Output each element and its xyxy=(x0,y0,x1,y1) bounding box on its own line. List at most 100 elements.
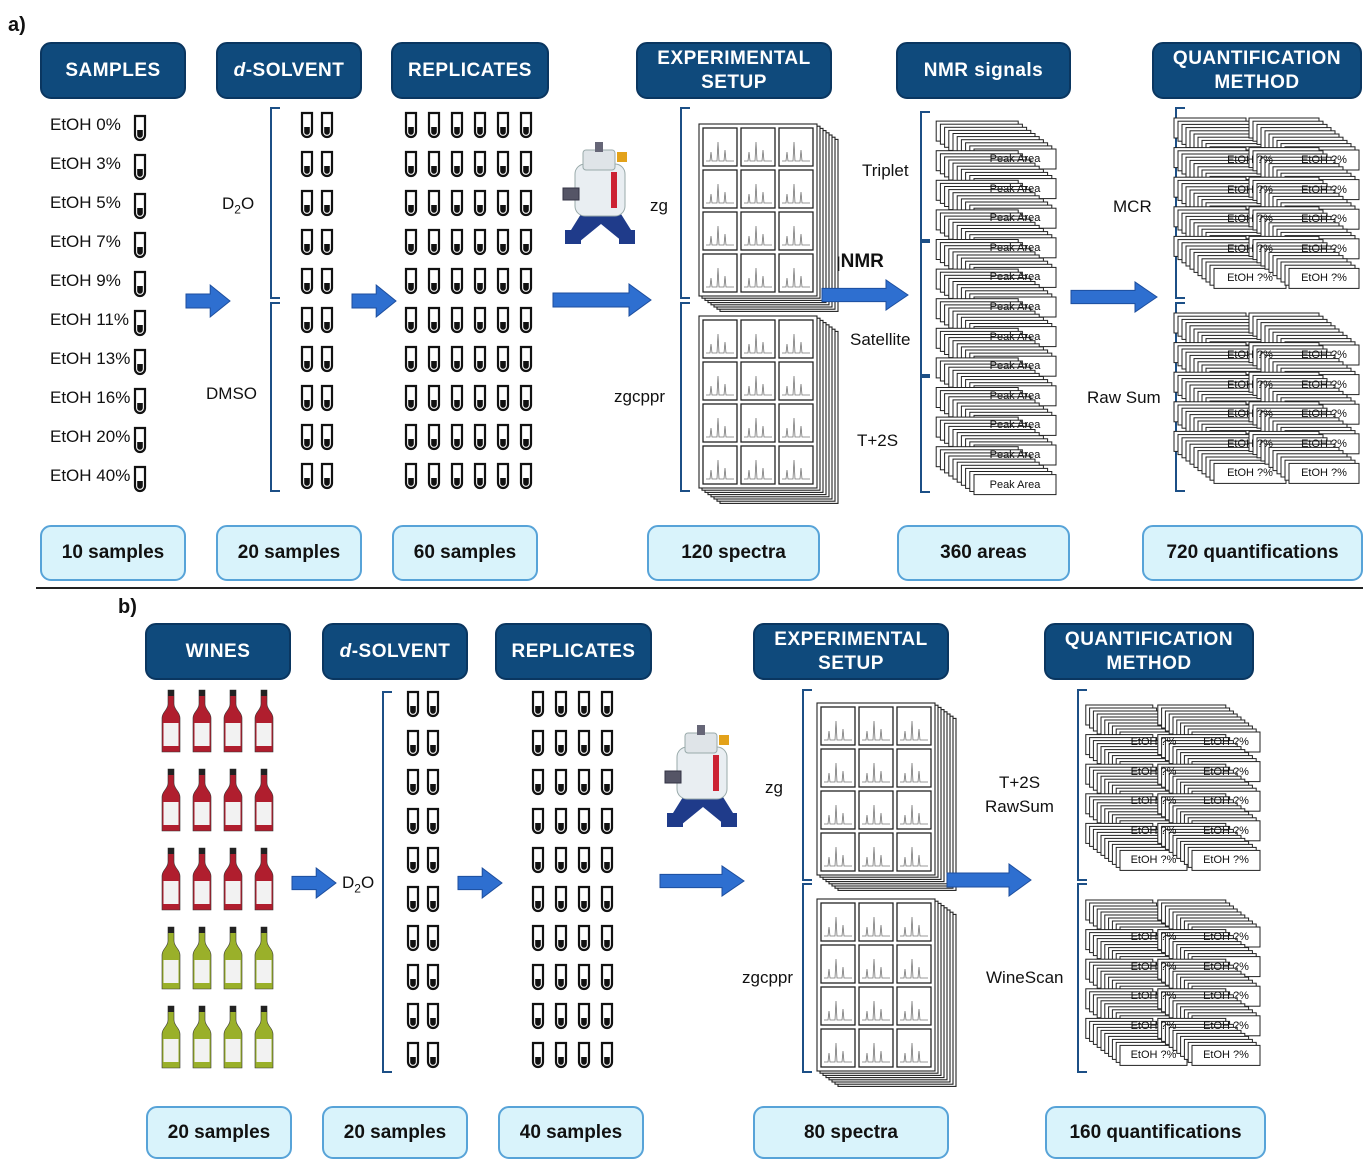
peak-area-label: Peak Area xyxy=(989,419,1041,432)
nmr-tube-icon xyxy=(519,228,533,256)
count-spectra-b: 80 spectra xyxy=(753,1106,949,1159)
spectrum-icon xyxy=(858,902,894,942)
nmr-tube-icon xyxy=(406,768,420,796)
peak-area-label: Peak Area xyxy=(989,241,1041,254)
nmr-tube-icon xyxy=(427,384,441,412)
nmr-tube-icon xyxy=(427,345,441,373)
signals-header: NMR signals xyxy=(896,42,1071,99)
nmr-tube-icon xyxy=(531,768,545,796)
qnmr-label: qNMR xyxy=(829,251,884,272)
spectrum-icon xyxy=(820,832,856,872)
setup-zg-label: zg xyxy=(650,196,668,215)
nmr-tube-icon xyxy=(577,885,591,913)
arrow-icon xyxy=(185,283,231,319)
count-quant: 720 quantifications xyxy=(1142,525,1363,581)
nmr-tube-icon xyxy=(519,462,533,490)
nmr-tube-icon xyxy=(300,384,314,412)
etoh-label: EtOH ?% xyxy=(1130,765,1177,778)
spectrum-layer xyxy=(698,123,818,297)
nmr-tube-icon xyxy=(300,189,314,217)
etoh-label: EtOH ?% xyxy=(1301,408,1347,421)
wine-bottle-icon xyxy=(161,768,181,832)
nmr-tube-icon xyxy=(473,423,487,451)
bracket-icon xyxy=(802,689,812,881)
nmr-tube-icon xyxy=(300,150,314,178)
nmr-tube-icon xyxy=(426,1041,440,1069)
nmr-tube-icon xyxy=(554,885,568,913)
nmr-tube-icon xyxy=(531,924,545,952)
spectrum-icon xyxy=(740,211,776,251)
nmr-tube-icon xyxy=(133,426,147,454)
wine-bottle-icon xyxy=(223,1005,243,1069)
etoh-label: EtOH ?% xyxy=(1130,1049,1177,1062)
nmr-tube-icon xyxy=(577,1041,591,1069)
spectrum-icon xyxy=(702,127,738,167)
peak-area-label: Peak Area xyxy=(989,449,1041,461)
spectrum-icon xyxy=(740,445,776,485)
nmr-tube-icon xyxy=(531,729,545,757)
bracket-icon xyxy=(920,241,930,376)
nmr-tube-icon xyxy=(531,1002,545,1030)
peak-area-label: Peak Area xyxy=(989,478,1041,491)
bracket-icon xyxy=(920,111,930,241)
nmr-tube-icon xyxy=(473,345,487,373)
etoh-card xyxy=(1288,462,1360,484)
nmr-tube-icon xyxy=(426,924,440,952)
etoh-label: EtOH ?% xyxy=(1130,824,1177,837)
wine-bottle-icon xyxy=(254,1005,274,1069)
nmr-tube-icon xyxy=(577,1002,591,1030)
setup-zgcppr-label: zgcppr xyxy=(614,387,666,406)
nmr-tube-icon xyxy=(496,306,510,334)
bracket-icon xyxy=(1077,883,1087,1073)
nmr-spectrometer-icon xyxy=(562,142,635,244)
spectrum-icon xyxy=(702,211,738,251)
nmr-tube-icon xyxy=(406,924,420,952)
etoh-label: EtOH ?% xyxy=(1203,1049,1249,1062)
nmr-spectrometer-icon xyxy=(664,725,737,827)
etoh-label: EtOH ?% xyxy=(1203,795,1249,808)
solvent-header-b-text: d-SOLVENT xyxy=(339,640,451,662)
replicates-header-text: REPLICATES xyxy=(408,59,532,81)
arrow-icon xyxy=(552,283,652,317)
etoh-label: EtOH ?% xyxy=(1130,1019,1177,1032)
spectrum-icon xyxy=(896,790,932,830)
spectrum-icon xyxy=(778,319,814,359)
nmr-tube-icon xyxy=(496,111,510,139)
nmr-tube-icon xyxy=(519,150,533,178)
nmr-tube-icon xyxy=(519,423,533,451)
nmr-tube-icon xyxy=(404,111,418,139)
etoh-label: EtOH ?% xyxy=(1227,378,1273,391)
signal-satellite-label: Satellite xyxy=(850,330,911,349)
wine-bottle-icon xyxy=(161,847,181,911)
wines-header: WINES xyxy=(145,623,291,680)
spectrum-icon xyxy=(702,445,738,485)
bracket-icon xyxy=(270,302,280,492)
signals-header-text: NMR signals xyxy=(923,59,1044,81)
nmr-tube-icon xyxy=(427,306,441,334)
spectrum-icon xyxy=(896,944,932,984)
etoh-label: EtOH ?% xyxy=(1227,467,1273,480)
nmr-tube-icon xyxy=(496,345,510,373)
spectrum-icon xyxy=(858,748,894,788)
wine-bottle-icon xyxy=(192,1005,212,1069)
arrow-icon xyxy=(351,283,397,319)
nmr-tube-icon xyxy=(554,768,568,796)
nmr-tube-icon xyxy=(404,384,418,412)
nmr-tube-icon xyxy=(426,768,440,796)
nmr-tube-icon xyxy=(426,1002,440,1030)
nmr-tube-icon xyxy=(496,267,510,295)
nmr-tube-icon xyxy=(554,690,568,718)
nmr-tube-icon xyxy=(406,885,420,913)
nmr-tube-icon xyxy=(473,267,487,295)
quant-header-line2: METHOD xyxy=(1214,71,1300,93)
sample-label: EtOH 5% xyxy=(50,193,121,212)
nmr-tube-icon xyxy=(450,111,464,139)
count-areas: 360 areas xyxy=(897,525,1070,581)
etoh-label: EtOH ?% xyxy=(1130,960,1177,973)
nmr-tube-icon xyxy=(577,963,591,991)
peak-area-label: Peak Area xyxy=(989,182,1041,195)
etoh-label: EtOH ?% xyxy=(1130,931,1177,943)
nmr-tube-icon xyxy=(450,189,464,217)
nmr-tube-icon xyxy=(300,345,314,373)
